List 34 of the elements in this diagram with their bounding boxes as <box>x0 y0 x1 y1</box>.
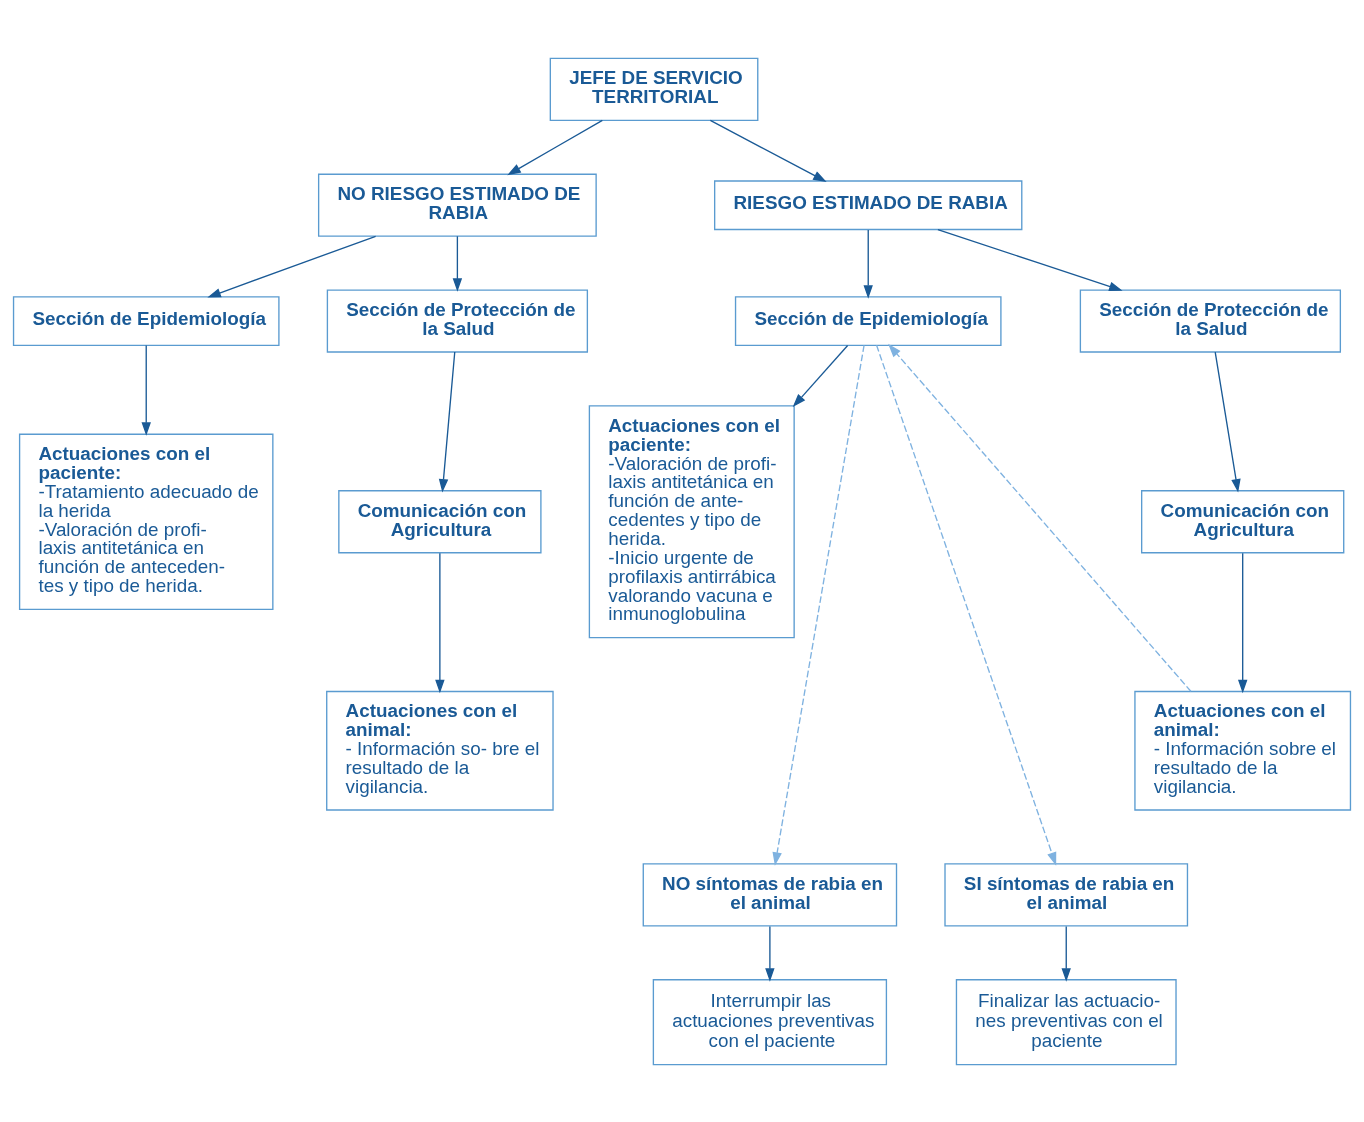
node-box: Finalizar las actuacio- nes preventivas con el paciente <box>955 978 1177 1065</box>
arrow <box>772 344 865 866</box>
node-box: Actuaciones con el animal: - Información sobre el resultado de la vigilancia. <box>1134 690 1352 811</box>
node-box: JEFE DE SERVICIO TERRITORIAL <box>549 57 759 121</box>
arrow <box>207 235 377 297</box>
node-box: Actuaciones con el paciente: -Valoración de profi- laxis antitetánica en función de ante- cedentes y tipo de herida. -Inicio urgente de profilaxis antirrábica valorando vacuna e inmunoglobulina <box>588 404 795 638</box>
arrow <box>1237 552 1248 693</box>
node-box: Actuaciones con el animal: - Información so- bre el resultado de la vigilancia. <box>326 690 554 811</box>
node-box: Actuaciones con el paciente: -Tratamiento adecuado de la herida -Valoración de profi- laxis antitetánica en función de anteceden- tes y tipo de herida. <box>18 433 274 610</box>
node-box: RIESGO ESTIMADO DE RABIA <box>714 179 1023 230</box>
arrow <box>435 552 445 693</box>
arrow <box>1214 350 1241 493</box>
arrow <box>792 344 849 407</box>
arrow <box>1061 925 1071 982</box>
arrow <box>863 228 873 299</box>
arrow <box>888 343 1192 692</box>
node-box: Comunicación con Agricultura <box>1141 489 1345 553</box>
arrow <box>452 235 463 292</box>
node-box: Interrumpir las actuaciones preventivas con el paciente <box>652 978 888 1065</box>
node-box: Sección de Protección de la Salud <box>1079 288 1342 353</box>
node-box: Sección de Epidemiología <box>734 295 1002 346</box>
arrow <box>875 344 1057 866</box>
arrow <box>141 344 151 436</box>
node-box: SI síntomas de rabia en el animal <box>944 862 1189 927</box>
node-box: NO síntomas de rabia en el animal <box>642 862 898 927</box>
node-box: NO RIESGO ESTIMADO DE RABIA <box>317 173 597 237</box>
arrow <box>765 925 775 982</box>
node-box: Comunicación con Agricultura <box>338 489 542 553</box>
node-box: Sección de Epidemiología <box>12 295 280 346</box>
arrow <box>438 350 456 493</box>
node-box: Sección de Protección de la Salud <box>326 288 589 353</box>
arrow <box>709 119 827 182</box>
arrow <box>937 228 1123 291</box>
arrow <box>507 119 604 175</box>
